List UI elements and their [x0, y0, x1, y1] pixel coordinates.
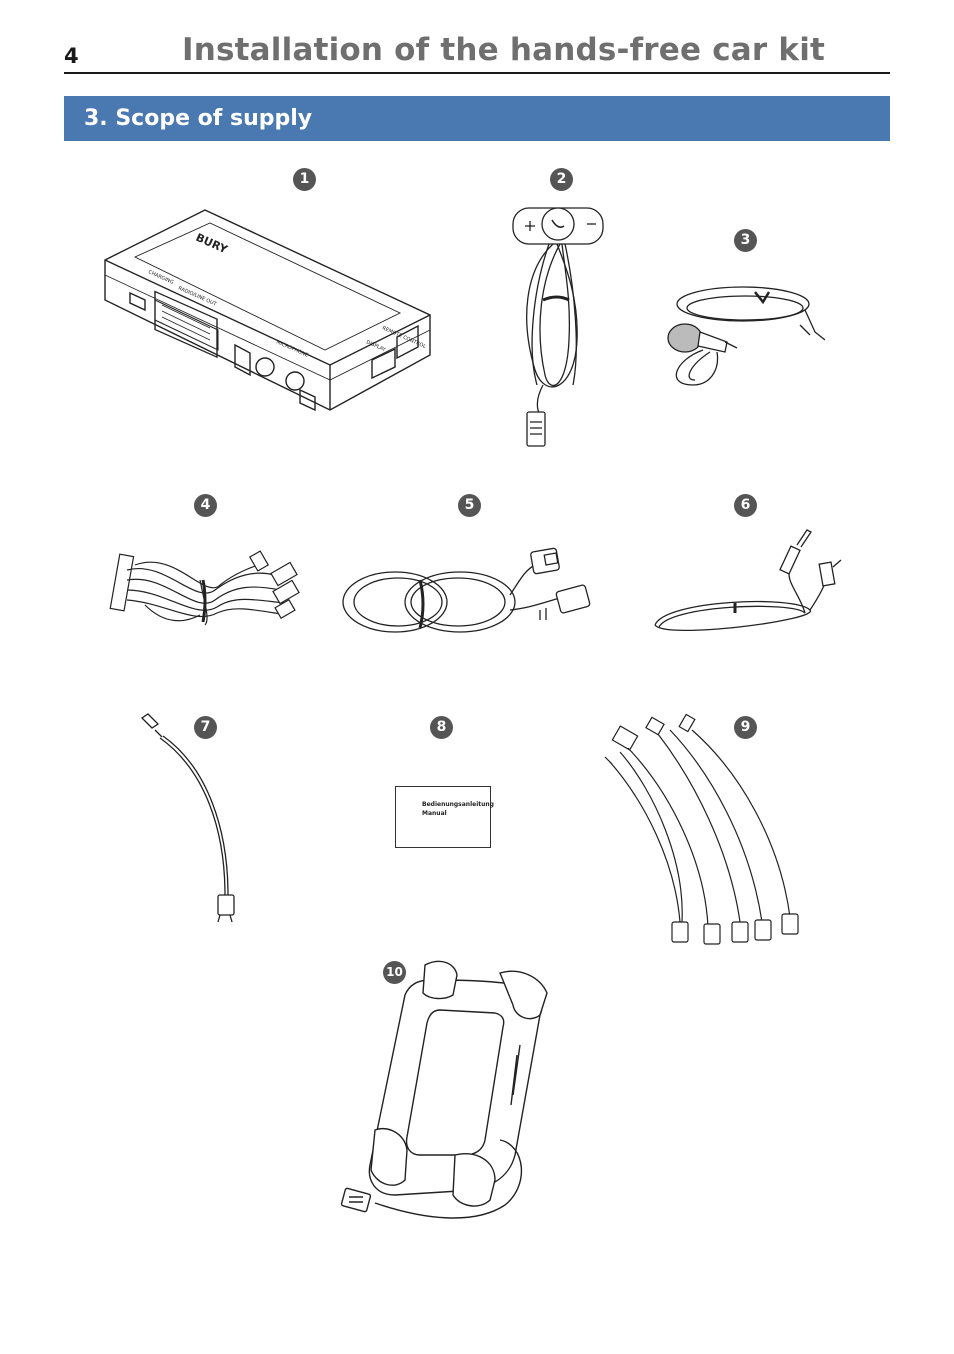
main-unit-illustration: BURY CHARGING RADIO/LINE OUT MICROPHONE …	[104, 209, 431, 412]
manual-title-en: Manual	[422, 810, 447, 817]
item-number-badge: 6	[734, 494, 757, 517]
item-number-badge: 2	[550, 168, 573, 191]
page-number: 4	[64, 44, 79, 68]
manual-title-de: Bedienungsanleitung	[422, 801, 494, 808]
phone-cradle-illustration	[340, 960, 548, 1219]
item-number-badge: 8	[430, 716, 453, 739]
item-number-badge: 1	[293, 168, 316, 191]
remote-control-illustration	[512, 207, 604, 447]
item-number-badge: 10	[383, 961, 406, 984]
section-bar: 3. Scope of supply	[64, 96, 890, 141]
section-heading: 3. Scope of supply	[84, 106, 313, 131]
audio-cable-illustration	[654, 529, 842, 631]
item-number-badge: 3	[734, 229, 757, 252]
item-number-badge: 7	[194, 716, 217, 739]
title-rule	[64, 72, 890, 74]
item-number-badge: 4	[194, 494, 217, 517]
connection-cable-illustration	[342, 547, 591, 633]
item-number-badge: 5	[458, 494, 481, 517]
wiring-harness-illustration	[109, 550, 300, 626]
page-title: Installation of the hands-free car kit	[182, 32, 826, 68]
manual-booklet: Bedienungsanleitung Manual	[395, 786, 494, 848]
adapter-cable-set-illustration	[604, 713, 799, 945]
item-number-badge: 9	[734, 716, 757, 739]
microphone-illustration	[667, 286, 825, 386]
adapter-cable-illustration	[140, 713, 235, 923]
